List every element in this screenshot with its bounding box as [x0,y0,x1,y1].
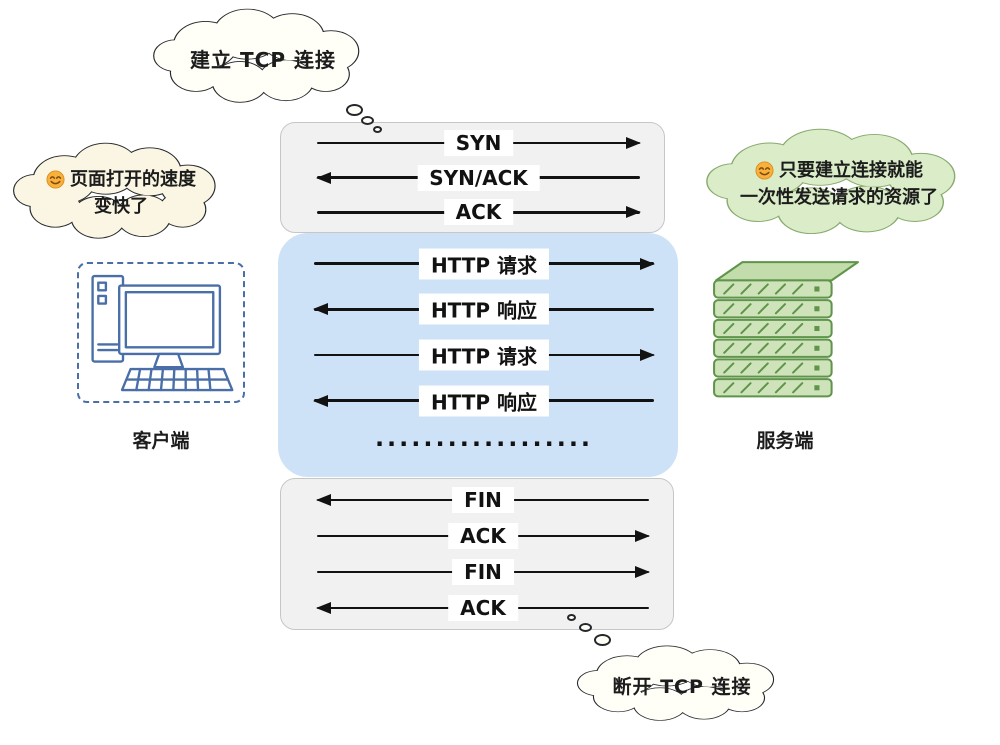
msg-label: FIN [452,559,514,585]
thought-cloud-client: 页面打开的速度 变快了 [8,142,234,244]
msg-label: ACK [448,523,518,549]
thought-tail-bubble [346,104,363,116]
client-entity [77,262,245,403]
msg-http-request-1: HTTP 请求 [314,248,654,280]
msg-label: SYN/ACK [417,164,540,191]
server-thought-line2: 一次性发送请求的资源了 [740,187,938,208]
server-stack-icon [713,261,859,398]
msg-syn: SYN [317,128,640,158]
msg-http-request-2: HTTP 请求 [314,339,654,371]
client-thought-line2: 变快了 [94,196,148,217]
thought-tail-bubble [373,126,382,133]
ellipsis: ·················· [374,430,594,459]
msg-syn-ack: SYN/ACK [317,163,640,193]
msg-label: ACK [443,199,514,226]
establish-tcp-text: 建立 TCP 连接 [190,47,336,72]
thought-tail-bubble [567,614,576,621]
tcp-setup-box: SYN SYN/ACK ACK [280,122,665,233]
server-thought-line1: 只要建立连接就能 [779,160,923,181]
msg-label: FIN [452,487,514,513]
msg-label: SYN [443,129,514,156]
tcp-teardown-box: FIN ACK FIN ACK [280,478,674,630]
msg-http-response-1: HTTP 响应 [314,293,654,325]
server-entity [708,256,862,402]
msg-label: HTTP 请求 [418,339,550,371]
msg-http-response-2: HTTP 响应 [314,385,654,417]
msg-label: HTTP 请求 [418,248,550,280]
thought-tail-bubble [361,116,374,125]
msg-ack-2: ACK [317,593,649,623]
msg-label: ACK [448,595,518,621]
msg-ack-1: ACK [317,521,649,551]
thought-cloud-disconnect-tcp: 断开 TCP 连接 [572,645,792,725]
msg-label: HTTP 响应 [418,385,550,417]
server-label: 服务端 [756,430,814,452]
msg-ack: ACK [317,197,640,227]
msg-fin-1: FIN [317,485,649,515]
msg-label: HTTP 响应 [418,293,550,325]
desktop-computer-icon [91,274,234,391]
thought-cloud-server: 只要建立连接就能 一次性发送请求的资源了 [700,128,978,240]
thought-cloud-establish-tcp: 建立 TCP 连接 [148,8,378,108]
http-exchange-box: HTTP 请求 HTTP 响应 HTTP 请求 HTTP 响应 ········… [278,233,678,477]
smiley-icon [46,170,65,189]
disconnect-tcp-text: 断开 TCP 连接 [612,675,752,698]
smiley-icon [755,161,774,180]
msg-fin-2: FIN [317,557,649,587]
client-label: 客户端 [132,430,190,452]
thought-tail-bubble [594,634,611,646]
thought-tail-bubble [579,623,592,632]
client-thought-line1: 页面打开的速度 [70,169,196,190]
